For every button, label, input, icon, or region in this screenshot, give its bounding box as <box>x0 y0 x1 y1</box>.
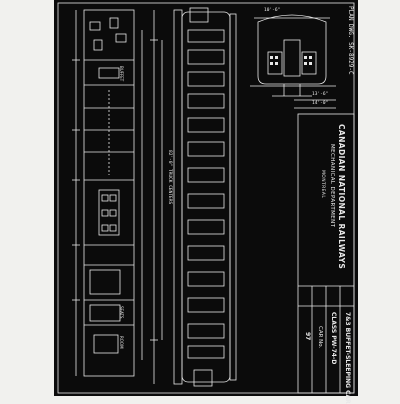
end-view-outline <box>257 14 327 85</box>
floor-plan-outline <box>83 9 135 377</box>
drawing-number: PLAN DWG. SK-8929-C <box>347 6 354 75</box>
side-elevation-outline <box>181 11 231 383</box>
car-class: CLASS PW-74-D <box>330 312 337 365</box>
dimension-overall-length: 82'-0" TRUCK CENTERS <box>167 150 172 205</box>
dimension-height-low: 14'-0" <box>312 101 329 106</box>
car-drawing <box>57 2 355 394</box>
car-number-value: 97 <box>304 332 311 341</box>
dimension-height-mid: 13'-6" <box>312 92 329 97</box>
dimension-width-top: 10'-6" <box>264 8 281 13</box>
department-name: MECHANICAL DEPARTMENT <box>329 144 335 228</box>
room-label-room: ROOM <box>119 336 124 349</box>
room-label-seats: SEATS <box>119 306 124 319</box>
room-label-buffet: BUFFET <box>119 66 124 82</box>
location-name: MONTREAL <box>320 170 325 199</box>
company-name: CANADIAN NATIONAL RAILWAYS <box>337 124 346 270</box>
blueprint-sheet: PLAN DWG. SK-8929-C BUFFET SEATS ROOM 82… <box>54 0 358 404</box>
car-number-label: CAR No. <box>317 326 323 349</box>
car-type: 7&3 BUFFET-SLEEPING CAR <box>344 312 351 404</box>
